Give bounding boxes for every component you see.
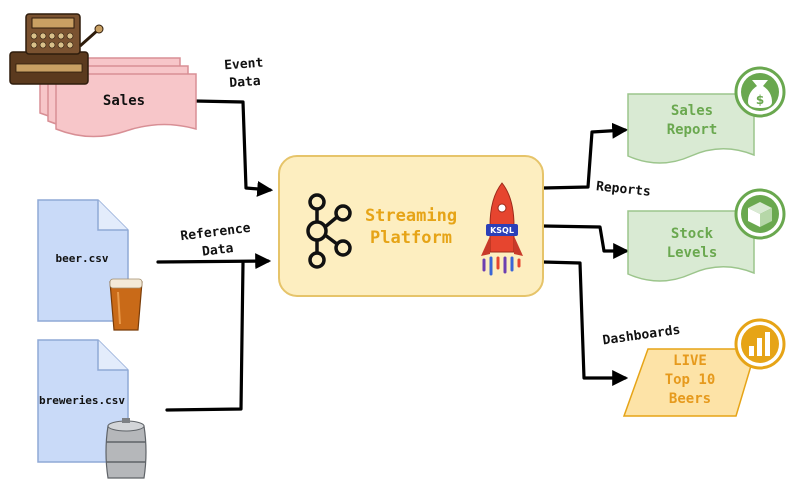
event-data-line1: Event bbox=[224, 56, 264, 74]
streaming-platform: Streaming Platform KSQL bbox=[278, 155, 544, 297]
platform-to-sales-report-arrow bbox=[541, 122, 629, 190]
ksql-rocket-icon: KSQL bbox=[481, 182, 523, 276]
dashboard-output: LIVE Top 10 Beers bbox=[622, 318, 786, 417]
platform-title-line1: Streaming bbox=[365, 206, 457, 226]
reference-data-label: Reference Data bbox=[180, 221, 252, 260]
beer-csv-file: beer.csv bbox=[37, 199, 143, 331]
reference-data-line2: Data bbox=[201, 241, 234, 260]
platform-to-dashboard-arrow bbox=[541, 260, 629, 386]
stock-levels-line2: Levels bbox=[667, 245, 718, 261]
svg-text:$: $ bbox=[756, 93, 764, 107]
sales-label: Sales bbox=[103, 93, 145, 109]
kafka-icon bbox=[306, 193, 352, 269]
event-data-line2: Data bbox=[229, 74, 261, 91]
sales-report-output: Sales Report $ bbox=[627, 66, 786, 164]
platform-title-line2: Platform bbox=[370, 228, 452, 248]
reference-data-line1: Reference bbox=[180, 221, 252, 244]
bar-chart-icon bbox=[734, 318, 786, 370]
dashboard-line3: Beers bbox=[669, 391, 711, 407]
sales-to-platform-arrow bbox=[193, 99, 274, 197]
dashboard-line2: Top 10 bbox=[665, 372, 716, 388]
sales-report-line2: Report bbox=[667, 122, 718, 138]
breweries-csv-label: breweries.csv bbox=[39, 394, 125, 407]
stock-levels-output: Stock Levels bbox=[627, 188, 786, 282]
beer-csv-label: beer.csv bbox=[56, 252, 109, 265]
stock-levels-line1: Stock bbox=[671, 226, 714, 242]
ksql-badge: KSQL bbox=[490, 226, 514, 235]
beer-glass-icon bbox=[109, 278, 143, 331]
box-icon bbox=[734, 188, 786, 240]
sales-report-line1: Sales bbox=[671, 103, 713, 119]
sales-source: Sales bbox=[9, 13, 197, 138]
breweries-csv-file: breweries.csv bbox=[37, 339, 147, 479]
platform-to-stock-arrow bbox=[541, 224, 630, 259]
keg-icon bbox=[105, 418, 147, 479]
dashboards-label: Dashboards bbox=[602, 323, 682, 349]
connectors bbox=[156, 99, 630, 412]
breweries-to-platform-arrow bbox=[165, 261, 245, 412]
dashboard-line1: LIVE bbox=[673, 353, 707, 369]
reports-label: Reports bbox=[595, 179, 651, 200]
cash-register-icon bbox=[9, 13, 104, 85]
beer-to-platform-arrow bbox=[156, 253, 272, 270]
event-data-label: Event Data bbox=[224, 56, 264, 91]
money-bag-icon: $ bbox=[734, 66, 786, 118]
